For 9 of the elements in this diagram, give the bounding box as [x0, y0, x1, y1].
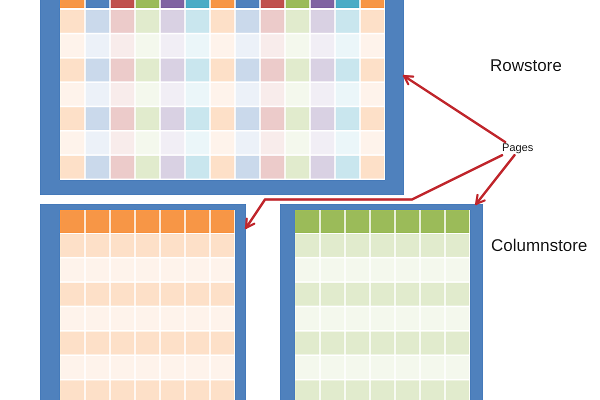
arrow — [244, 154, 504, 230]
page-grid — [40, 204, 246, 400]
page-grid — [40, 0, 404, 195]
arrow — [402, 74, 506, 144]
arrow — [474, 154, 516, 206]
page-grid — [280, 204, 483, 400]
section-label: Rowstore — [490, 56, 562, 76]
section-label: Columnstore — [491, 236, 588, 256]
annotation-text: Pages — [502, 142, 534, 156]
